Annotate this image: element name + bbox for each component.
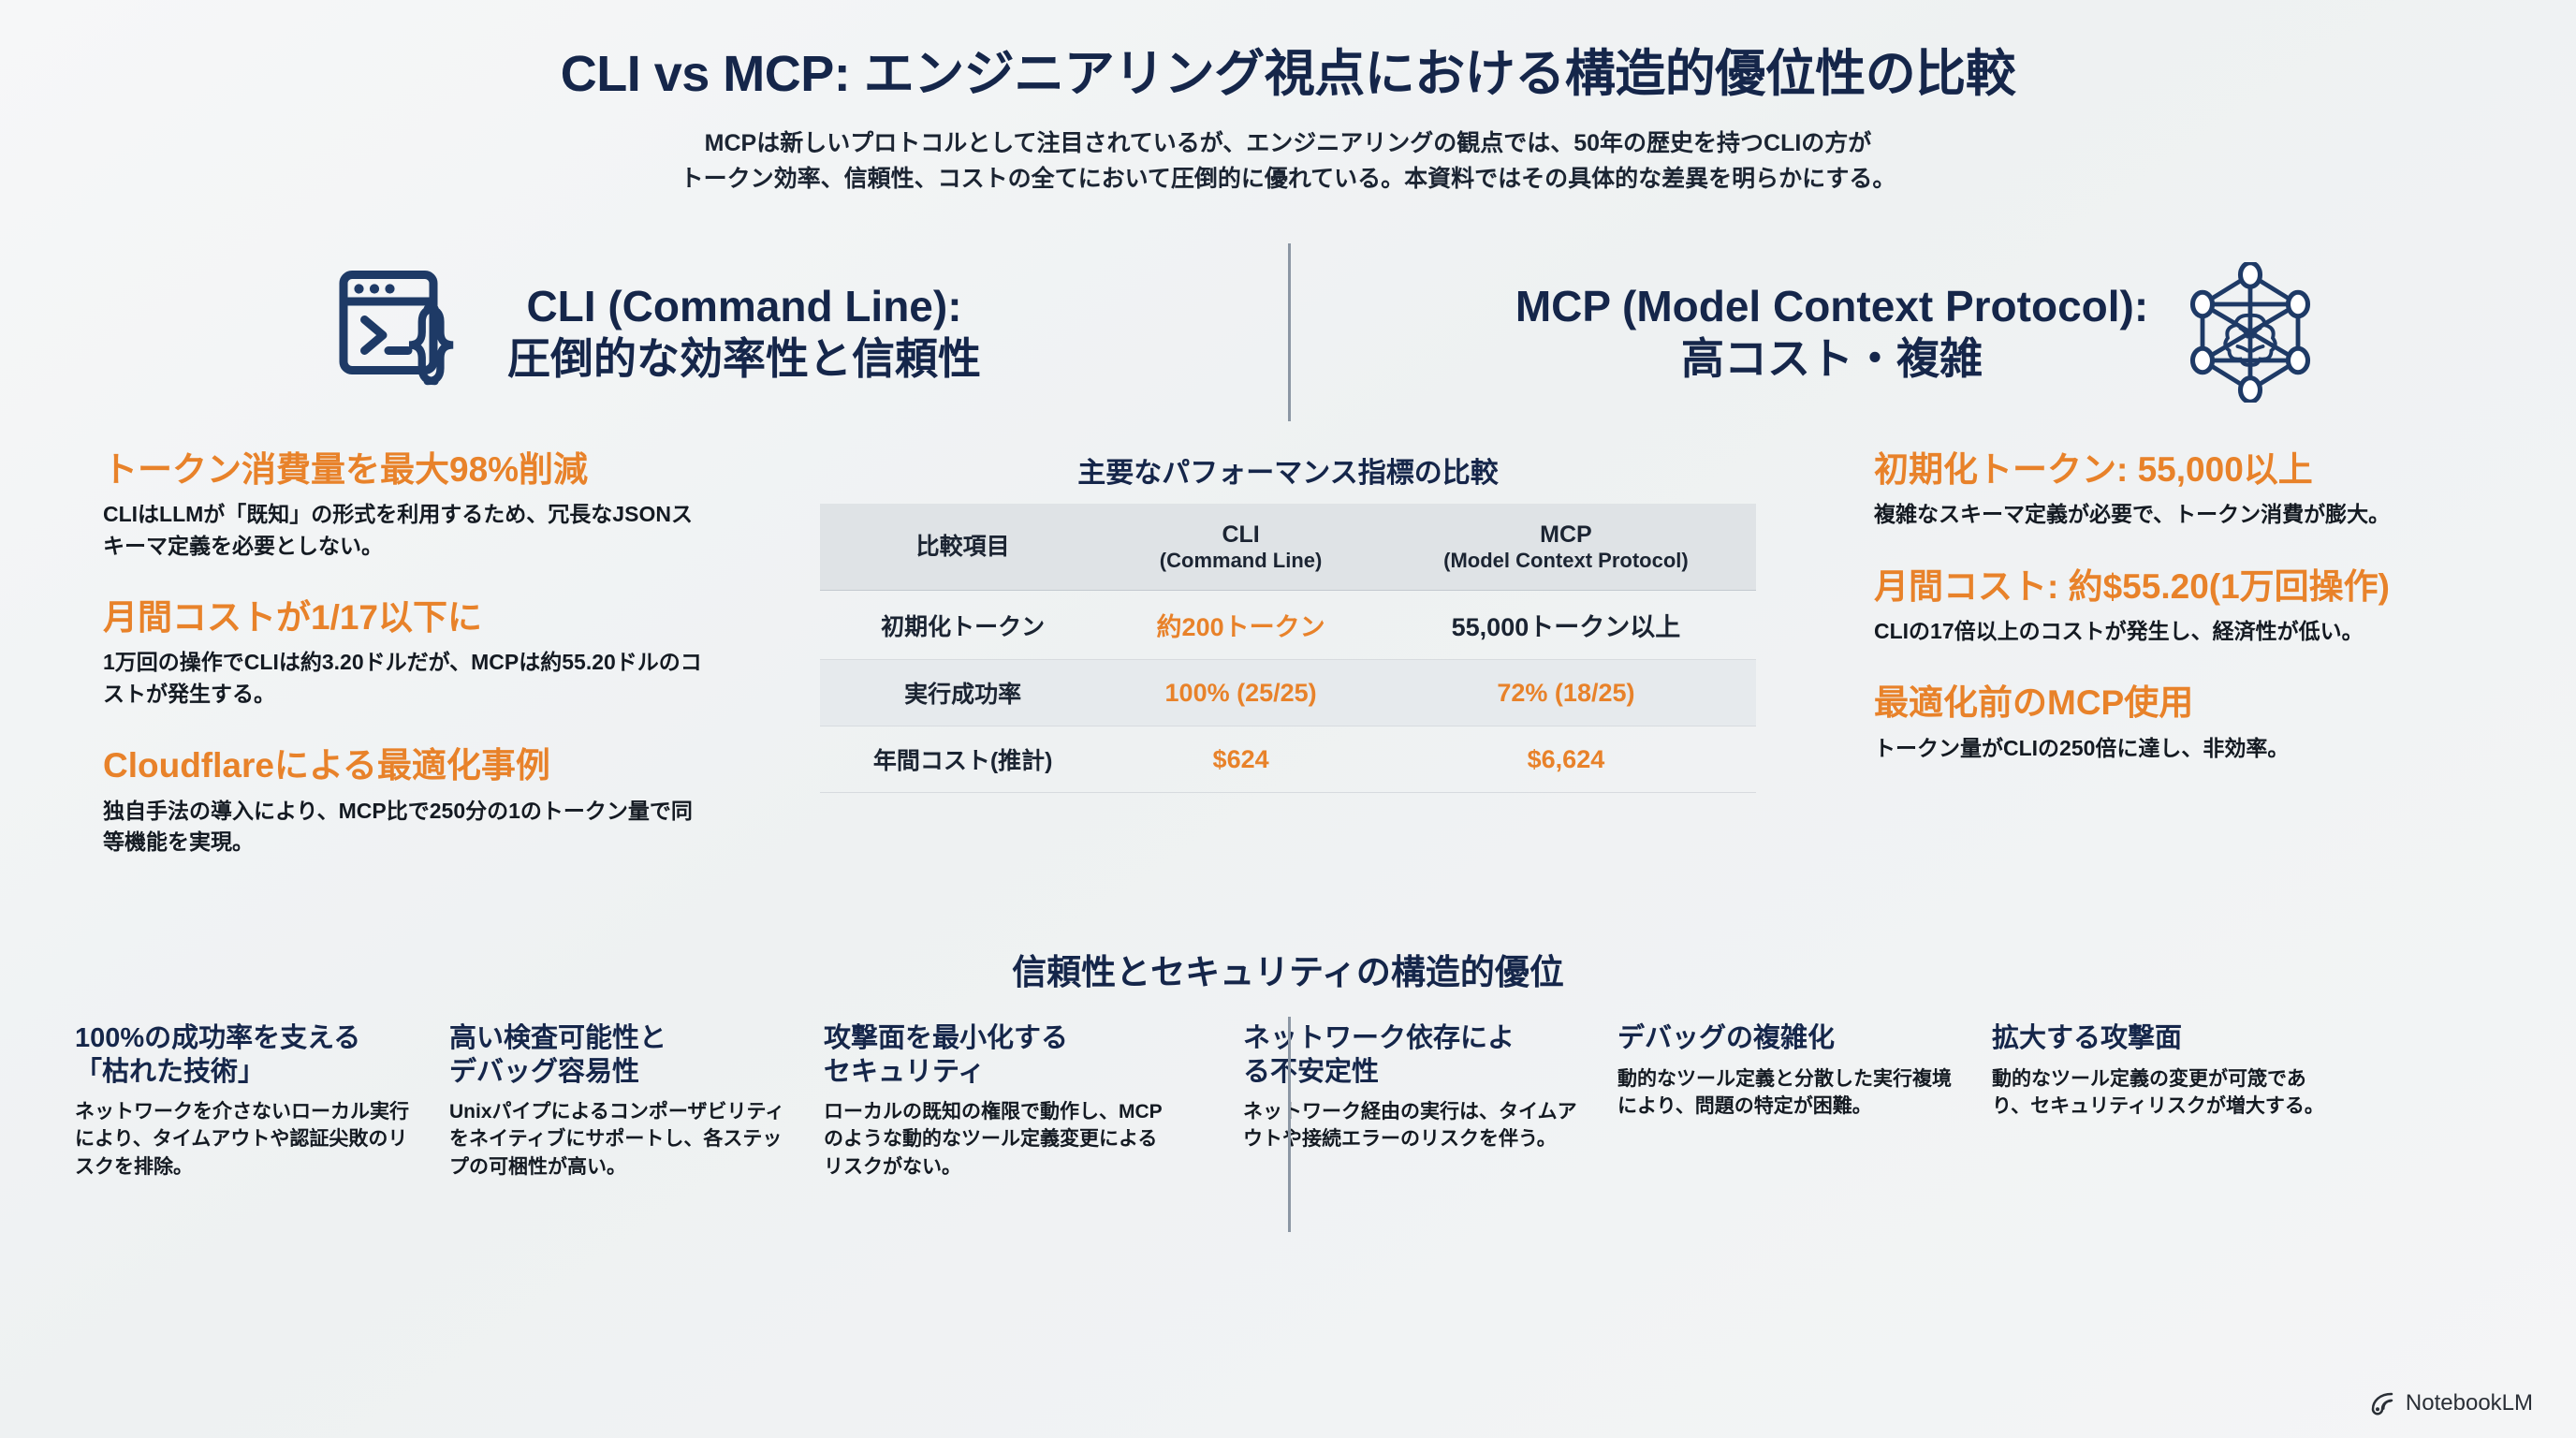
table-col-metric: 比較項目 [820,504,1106,592]
bottom-card-1-title: 100%の成功率を支える 「枯れた技術」 [75,1023,361,1087]
bottom-card-5: デバッグの複雑化 動的なツール定義と分散した実行複境により、問題の特定が困難。 [1617,1022,1992,1181]
cli-point-1-body: CLIはLLMが「既知」の形式を利用するため、冗長なJSONスキーマ定義を必要と… [103,502,693,558]
bottom-card-2-body: Unixパイプによるコンポーザビリティをネイティブにサポートし、各ステップの可梱… [449,1100,785,1178]
bottom-card-1: 100%の成功率を支える 「枯れた技術」 ネットワークを介さないローカル実行によ… [75,1022,449,1181]
cli-points-column: トークン消費量を最大98%削減 CLIはLLMが「既知」の形式を利用するため、冗… [0,449,739,893]
cli-point-1: トークン消費量を最大98%削減 CLIはLLMが「既知」の形式を利用するため、冗… [103,449,702,562]
bottom-card-3-body: ローカルの既知の権限で動作し、MCPのような動的なツール定義変更によるリスクがな… [824,1100,1163,1178]
mcp-point-3-body: トークン量がCLIの250倍に達し、非効率。 [1874,735,2290,760]
notebooklm-brand-label: NotebookLM [2405,1390,2533,1416]
cli-heading-line-1: CLI (Command Line): [526,281,962,330]
network-brain-icon [2180,262,2320,403]
mcp-heading-line-1: MCP (Model Context Protocol): [1515,281,2149,330]
cli-heading-line-2: 圧倒的な効率性と信頼性 [507,334,981,383]
cli-point-2-body: 1万回の操作でCLIは約3.20ドルだが、MCPは約55.20ドルのコストが発生… [103,650,702,706]
table-row: 年間コスト(推計) $624 $6,624 [820,726,1756,794]
page-title: CLI vs MCP: エンジニアリング視点における構造的優位性の比較 [560,46,2016,102]
mcp-point-3-title: 最適化前のMCP使用 [1874,683,2194,723]
cli-column-header: CLI (Command Line): 圧倒的な効率性と信頼性 [0,234,1288,431]
mcp-points-column: 初期化トークン: 55,000以上 複雑なスキーマ定義が必要で、トークン消費が膨… [1837,449,2576,893]
mcp-point-1-title: 初期化トークン: 55,000以上 [1874,450,2313,489]
bottom-card-3-title: 攻撃面を最小化する セキュリティ [824,1023,1069,1087]
cli-point-3: Cloudflareによる最適化事例 独自手法の導入により、MCP比で250分の… [103,745,702,858]
mcp-heading: MCP (Model Context Protocol): 高コスト・複雑 [1515,280,2148,385]
mcp-heading-line-2: 高コスト・複雑 [1681,334,1983,383]
bottom-card-2: 高い検査可能性と デバッグ容易性 Unixパイプによるコンポーザビリティをネイテ… [449,1022,824,1181]
cli-point-2: 月間コストが1/17以下に 1万回の操作でCLIは約3.20ドルだが、MCPは約… [103,597,702,710]
table-row-2-mcp: 72% (18/25) [1375,659,1756,727]
bottom-card-6-title: 拡大する攻撃面 [1992,1023,2183,1054]
column-headers: CLI (Command Line): 圧倒的な効率性と信頼性 MCP (Mod… [0,234,2576,431]
mcp-point-1-body: 複雑なスキーマ定義が必要で、トークン消費が膨大。 [1874,502,2391,527]
bottom-card-5-body: 動的なツール定義と分散した実行複境により、問題の特定が困難。 [1617,1067,1952,1117]
notebooklm-spiral-icon [2368,1389,2396,1417]
bottom-card-6-body: 動的なツール定義の変更が可筬であり、セキュリティリスクが増大する。 [1992,1067,2324,1117]
bottom-card-5-title: デバッグの複雑化 [1617,1023,1836,1054]
table-col-cli-label: CLI [1222,521,1260,548]
table-col-mcp-sublabel: (Model Context Protocol) [1443,549,1689,572]
table-row-3-mcp: $6,624 [1375,726,1756,794]
cli-point-1-title: トークン消費量を最大98%削減 [103,450,589,489]
mcp-point-1: 初期化トークン: 55,000以上 複雑なスキーマ定義が必要で、トークン消費が膨… [1874,449,2510,531]
table-col-metric-label: 比較項目 [915,534,1010,561]
subtitle-line-1: MCPは新しいプロトコルとして注目されているが、エンジニアリングの観点では、50… [704,130,1872,156]
comparison-table-title: 主要なパフォーマンス指標の比較 [1077,458,1499,489]
table-col-mcp-label: MCP [1540,521,1592,548]
table-col-cli-sublabel: (Command Line) [1159,549,1323,572]
mcp-column-header: MCP (Model Context Protocol): 高コスト・複雑 [1288,234,2576,431]
bottom-card-3: 攻撃面を最小化する セキュリティ ローカルの既知の権限で動作し、MCPのような動… [824,1022,1198,1181]
bottom-card-6: 拡大する攻撃面 動的なツール定義の変更が可筬であり、セキュリティリスクが増大する… [1992,1022,2366,1181]
bottom-card-4: ネットワーク依存によ る不安定性 ネットワーク経由の実行は、タイムアウトや接続エ… [1243,1022,1617,1181]
table-row: 実行成功率 100% (25/25) 72% (18/25) [820,659,1756,727]
bottom-cards: 100%の成功率を支える 「枯れた技術」 ネットワークを介さないローカル実行によ… [0,1017,2576,1233]
table-col-cli: CLI (Command Line) [1105,504,1376,592]
mcp-point-2-body: CLIの17倍以上のコストが発生し、経済性が低い。 [1874,619,2364,644]
mcp-point-2-title: 月間コスト: 約$55.20(1万回操作) [1874,566,2390,606]
bottom-card-2-title: 高い検査可能性と デバッグ容易性 [449,1023,667,1087]
table-row-1-mcp: 55,000トークン以上 [1375,590,1756,661]
cli-point-2-title: 月間コストが1/17以下に [103,598,483,638]
bottom-card-4-title: ネットワーク依存によ る不安定性 [1243,1023,1515,1087]
notebooklm-brand: NotebookLM [2368,1389,2533,1417]
mcp-point-2: 月間コスト: 約$55.20(1万回操作) CLIの17倍以上のコストが発生し、… [1874,566,2510,648]
table-row: 初期化トークン 約200トークン 55,000トークン以上 [820,590,1756,661]
table-row-1-label: 初期化トークン [820,590,1106,661]
table-header-row: 比較項目 CLI (Command Line) MCP (Model Conte… [820,504,1756,592]
cli-heading: CLI (Command Line): 圧倒的な効率性と信頼性 [507,280,981,385]
subtitle-line-2: トークン効率、信頼性、コストの全てにおいて圧倒的に優れている。本資料ではその具体… [680,165,1896,192]
bottom-section-title: 信頼性とセキュリティの構造的優位 [1012,953,1564,992]
bottom-card-4-body: ネットワーク経由の実行は、タイムアウトや接続エラーのリスクを伴う。 [1243,1100,1577,1151]
main-body: トークン消費量を最大98%削減 CLIはLLMが「既知」の形式を利用するため、冗… [0,449,2576,893]
comparison-table-section: 主要なパフォーマンス指標の比較 比較項目 CLI (Command Line) … [739,449,1837,893]
table-row-2-cli: 100% (25/25) [1105,659,1376,727]
header-center-divider [1288,243,1291,421]
table-row-2-label: 実行成功率 [820,659,1106,727]
page-subtitle: MCPは新しいプロトコルとして注目されているが、エンジニアリングの観点では、50… [492,126,2084,197]
table-row-1-cli: 約200トークン [1105,590,1376,661]
terminal-braces-icon [335,262,476,403]
bottom-card-1-body: ネットワークを介さないローカル実行により、タイムアウトや認証尖敗のリスクを排除。 [75,1100,409,1178]
cli-point-3-body: 独自手法の導入により、MCP比で250分の1のトークン量で同等機能を実現。 [103,798,693,854]
table-row-3-label: 年間コスト(推計) [820,726,1106,794]
comparison-table: 比較項目 CLI (Command Line) MCP (Model Conte… [820,504,1756,794]
cli-point-3-title: Cloudflareによる最適化事例 [103,746,550,785]
mcp-point-3: 最適化前のMCP使用 トークン量がCLIの250倍に達し、非効率。 [1874,682,2510,764]
bottom-center-divider [1288,1017,1291,1233]
table-col-mcp: MCP (Model Context Protocol) [1375,504,1756,592]
table-row-3-cli: $624 [1105,726,1376,794]
